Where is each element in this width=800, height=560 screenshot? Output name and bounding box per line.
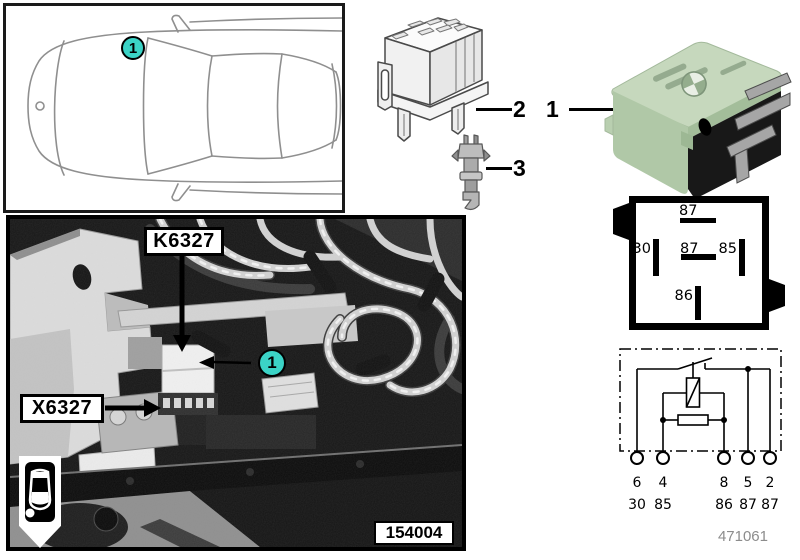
relay-photo [597, 27, 793, 203]
terminal-pin-name: 86 [715, 497, 733, 513]
car-position-marker-label: 1 [128, 39, 138, 57]
photo-position-marker-label: 1 [267, 353, 277, 372]
bmw-roundel-icon [681, 71, 707, 97]
pin-label-87-top: 87 [679, 203, 697, 219]
terminal-number: 2 [766, 475, 775, 491]
car-location-badge [19, 456, 61, 548]
pin-label-86: 86 [675, 288, 693, 304]
arrow-left-icon [199, 356, 214, 369]
document-number: 471061 [717, 528, 768, 545]
photo-callout-arrows [105, 255, 252, 417]
terminal-number: 6 [633, 475, 642, 491]
callout-line-terminal-pin [486, 167, 512, 170]
terminal-number: 8 [720, 475, 729, 491]
arrow-right-icon [144, 399, 161, 417]
callout-number-terminal-pin: 3 [513, 155, 526, 181]
photo-art [9, 214, 467, 551]
terminal-pin-drawing [450, 132, 494, 212]
location-photo: K6327 X6327 154004 1 [6, 214, 467, 551]
arrow-down-icon [173, 335, 191, 352]
pin-label-85: 85 [719, 241, 737, 257]
pin-box-right-tab [769, 279, 785, 312]
callout-line-relay [569, 108, 613, 111]
socket-code-text: X6327 [31, 397, 93, 419]
car-location-icon [25, 462, 55, 522]
pin-label-30: 30 [633, 241, 651, 257]
callout-number-socket: 2 [513, 96, 526, 122]
image-number-text: 154004 [385, 523, 443, 542]
relay-left-face [613, 91, 688, 194]
terminal-number: 4 [659, 475, 668, 491]
relay-pin-diagram: 87 30 87 85 86 [610, 193, 790, 335]
relay-code-text: K6327 [153, 230, 215, 252]
car-position-marker[interactable]: 1 [121, 36, 145, 60]
terminal-pin-name: 85 [654, 497, 672, 513]
relay-socket-drawing [360, 10, 500, 150]
terminal-pin-name: 30 [628, 497, 646, 513]
car-location-panel [3, 3, 345, 213]
pin-box-left-tab [613, 203, 629, 240]
terminal-number: 5 [744, 475, 753, 491]
relay-terminals [726, 72, 792, 184]
callout-line-socket [476, 108, 512, 111]
pin-label-87-center: 87 [680, 241, 698, 257]
callout-number-relay: 1 [546, 96, 559, 122]
image-number-label: 154004 [374, 521, 454, 545]
schematic-wiring [636, 357, 771, 451]
photo-position-marker[interactable]: 1 [258, 349, 286, 377]
pin-slots [653, 218, 745, 320]
socket-code-label: X6327 [20, 394, 104, 423]
terminal-pin-name: 87 [739, 497, 757, 513]
schematic-border [619, 348, 782, 452]
terminal-pin-name: 87 [761, 497, 779, 513]
relay-code-label: K6327 [144, 227, 224, 256]
relay-schematic: 6 4 8 5 2 30 85 86 87 87 [615, 345, 790, 515]
schematic-terminals [630, 451, 777, 465]
car-top-view-icon [27, 14, 343, 202]
